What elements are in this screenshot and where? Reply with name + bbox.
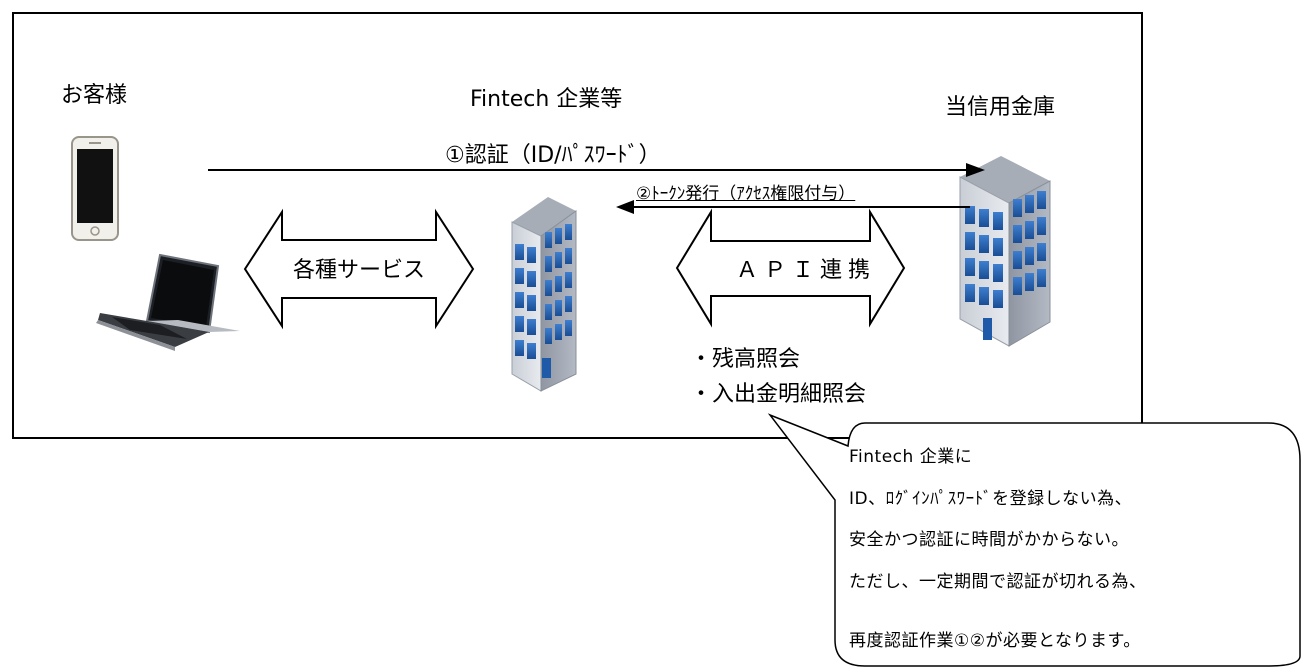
building-window [1025, 221, 1034, 239]
building-window [545, 256, 552, 272]
building-window [965, 206, 975, 224]
fintech-label: Fintech 企業等 [470, 87, 623, 112]
building-window [515, 268, 524, 284]
building-window [555, 252, 562, 268]
api-double-arrow [675, 208, 906, 328]
building-window [993, 238, 1003, 256]
building-window [1025, 273, 1034, 291]
building-window [965, 258, 975, 276]
building-window [515, 316, 524, 332]
building-window [545, 280, 552, 296]
bank-building-door [983, 318, 992, 340]
smartphone-icon [71, 136, 119, 241]
building-window [565, 272, 572, 288]
bank-building-windows [965, 191, 1046, 308]
bank-building-icon [959, 156, 1051, 347]
callout-line-4: ただし、一定期間で認証が切れる為、 [849, 572, 1147, 592]
building-window [979, 261, 989, 279]
building-window [1037, 243, 1046, 261]
building-window [555, 276, 562, 292]
building-window [515, 292, 524, 308]
building-window [545, 328, 552, 344]
building-window [1037, 269, 1046, 287]
building-window [1037, 217, 1046, 235]
auth-arrow [208, 163, 985, 177]
callout-line-5: 再度認証作業①②が必要となります。 [849, 631, 1141, 651]
building-window [555, 324, 562, 340]
bank-label: 当信用金庫 [945, 95, 1056, 120]
callout-line-3: 安全かつ認証に時間がかからない。 [849, 530, 1129, 550]
services-double-arrow [243, 208, 475, 330]
building-window [527, 319, 536, 335]
building-window [993, 212, 1003, 230]
token-flow-label: ②ﾄｰｸﾝ発行（ｱｸｾｽ権限付与） [636, 184, 856, 204]
building-window [1025, 195, 1034, 213]
building-window [965, 232, 975, 250]
auth-flow-label: ①認証（ID/ﾊﾟｽﾜｰﾄﾞ） [445, 143, 661, 168]
building-window [565, 248, 572, 264]
building-window [515, 244, 524, 260]
fintech-building-door [542, 358, 551, 378]
building-window [1013, 225, 1022, 243]
building-window [527, 295, 536, 311]
building-window [1013, 251, 1022, 269]
building-window [965, 284, 975, 302]
building-window [1025, 247, 1034, 265]
building-window [565, 224, 572, 240]
building-window [1013, 199, 1022, 217]
building-window [979, 287, 989, 305]
building-window [545, 232, 552, 248]
token-arrow [616, 200, 970, 214]
building-window [555, 300, 562, 316]
services-label: 各種サービス [292, 258, 425, 283]
building-window [555, 228, 562, 244]
api-function-balance: ・残高照会 [690, 347, 801, 372]
building-window [993, 290, 1003, 308]
building-window [565, 296, 572, 312]
fintech-building-windows [515, 224, 572, 359]
api-label: ＡＰＩ連携 [736, 258, 877, 283]
building-window [527, 271, 536, 287]
callout-line-1: Fintech 企業に [849, 447, 973, 467]
building-window [979, 209, 989, 227]
building-window [565, 320, 572, 336]
diagram-frame [12, 12, 1143, 439]
building-window [515, 340, 524, 356]
api-function-transactions: ・入出金明細照会 [690, 382, 867, 407]
building-window [993, 264, 1003, 282]
customer-label: お客様 [61, 83, 128, 108]
laptop-icon [96, 253, 240, 351]
building-window [979, 235, 989, 253]
building-window [527, 343, 536, 359]
building-window [1037, 191, 1046, 209]
building-window [545, 304, 552, 320]
callout-bubble [767, 413, 1301, 667]
callout-line-2: ID、ﾛｸﾞｲﾝﾊﾟｽﾜｰﾄﾞを登録しない為、 [849, 489, 1133, 509]
building-window [1013, 277, 1022, 295]
building-window [527, 247, 536, 263]
